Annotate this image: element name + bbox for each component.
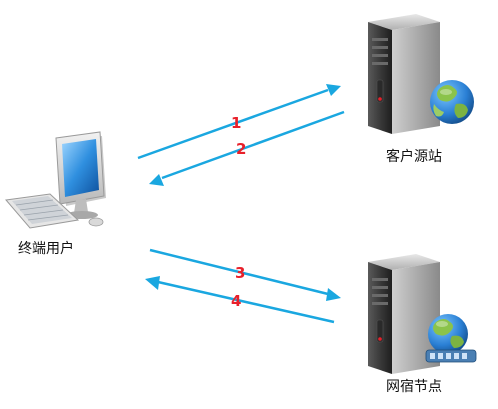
arrow-1 (137, 84, 341, 160)
arrow-2 (149, 110, 345, 186)
arrow-1-number: 1 (231, 114, 242, 132)
edge-node-label: 网宿节点 (386, 379, 442, 395)
arrow-4 (145, 276, 335, 324)
arrow-4-number: 4 (231, 292, 242, 310)
arrow-3-number: 3 (235, 264, 246, 282)
arrow-3 (149, 248, 341, 301)
client-label: 终端用户 (18, 241, 74, 257)
cdn-server-icon (368, 254, 477, 374)
desktop-computer-icon (5, 131, 106, 229)
arrow-2-number: 2 (236, 140, 247, 158)
web-server-icon (368, 14, 474, 134)
origin-server-label: 客户源站 (386, 149, 442, 165)
globe-icon (428, 314, 468, 354)
